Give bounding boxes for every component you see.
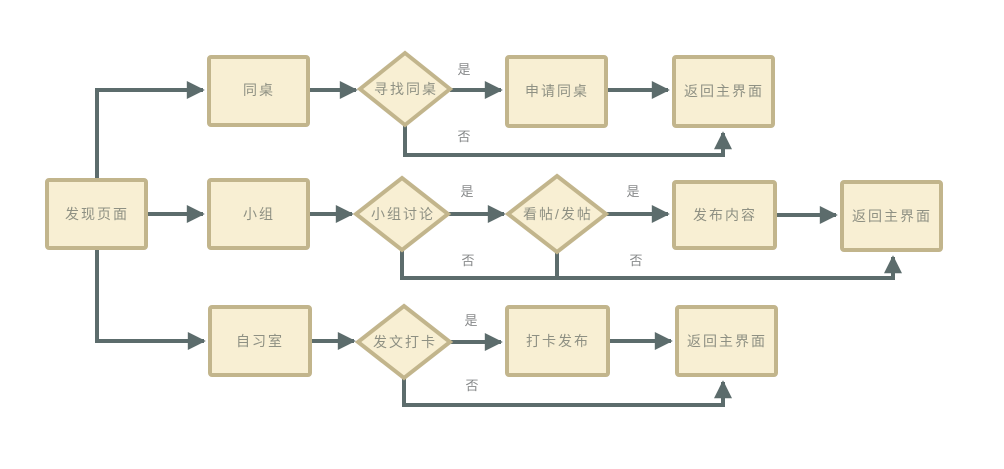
node-return-main-bottom — [675, 305, 778, 377]
node-post-checkin-decision — [354, 303, 454, 381]
node-deskmate — [207, 55, 310, 127]
edge-find-deskmate-no-loop — [403, 125, 732, 157]
node-read-post-decision — [504, 173, 610, 255]
node-apply-deskmate-label: 申请同桌 — [525, 83, 589, 99]
edge-discussion-no-loop — [400, 250, 902, 280]
node-read-post-label: 看帖/发帖 — [523, 206, 593, 222]
node-apply-deskmate — [505, 55, 608, 128]
node-study-room-label: 自习室 — [236, 333, 284, 349]
node-discover-page-label: 发现页面 — [65, 206, 129, 222]
node-deskmate-label: 同桌 — [243, 82, 275, 98]
edge-discover-to-deskmate — [95, 81, 205, 178]
node-checkin-publish — [505, 305, 610, 377]
node-publish-content — [672, 180, 777, 250]
node-return-main-top — [672, 55, 775, 128]
edge-label-no-post-checkin: 否 — [465, 378, 478, 393]
node-return-main-middle — [840, 180, 943, 252]
node-group-discussion-label: 小组讨论 — [371, 206, 435, 222]
node-checkin-publish-label: 打卡发布 — [526, 333, 590, 349]
edge-label-no-group-discussion: 否 — [461, 253, 474, 268]
node-group — [207, 178, 310, 250]
node-discover-page — [45, 178, 148, 250]
node-study-room — [208, 305, 312, 377]
edge-label-no-find-deskmate: 否 — [457, 129, 470, 144]
node-return-main-bottom-label: 返回主界面 — [687, 333, 767, 349]
edge-label-yes-find-deskmate: 是 — [457, 62, 470, 77]
node-find-deskmate-label: 寻找同桌 — [374, 81, 438, 97]
edge-label-yes-read-post: 是 — [626, 184, 639, 199]
node-return-main-top-label: 返回主界面 — [684, 83, 764, 99]
node-return-main-middle-label: 返回主界面 — [852, 208, 932, 224]
node-post-checkin-label: 发文打卡 — [373, 334, 437, 350]
edge-label-yes-group-discussion: 是 — [460, 184, 473, 199]
node-publish-content-label: 发布内容 — [693, 207, 757, 223]
edge-discover-to-study-room — [95, 250, 206, 350]
edge-label-no-read-post: 否 — [629, 253, 642, 268]
edge-post-checkin-no-loop — [402, 378, 732, 407]
edge-label-yes-post-checkin: 是 — [464, 313, 477, 328]
node-find-deskmate-decision — [356, 50, 454, 128]
node-group-discussion-decision — [352, 175, 452, 253]
node-group-label: 小组 — [243, 206, 275, 222]
